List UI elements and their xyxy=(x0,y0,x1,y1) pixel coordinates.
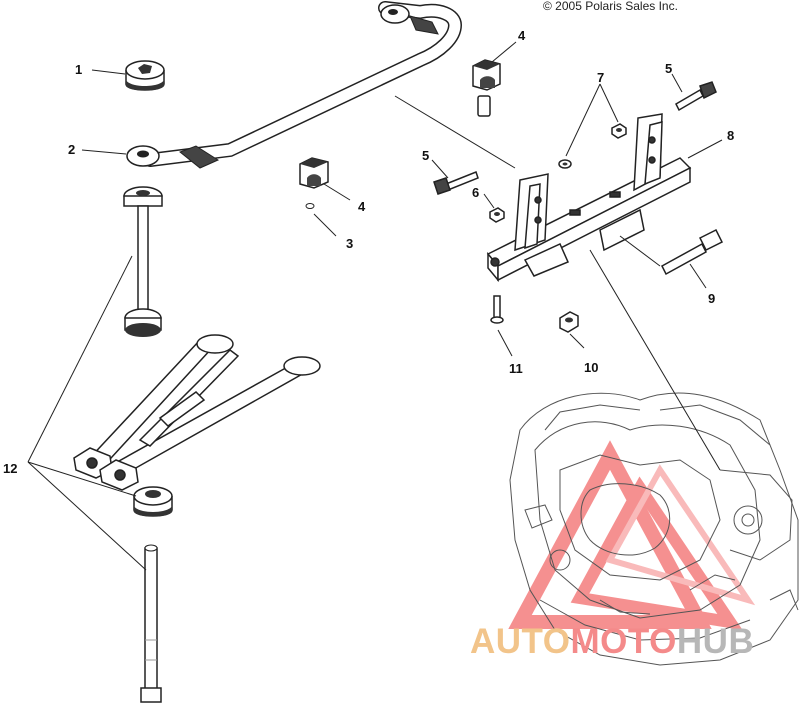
callout-3: 3 xyxy=(346,236,354,251)
watermark-part-hub: HUB xyxy=(676,622,755,661)
bushing-1 xyxy=(125,60,165,91)
callout-1: 1 xyxy=(75,62,83,77)
callout-7: 7 xyxy=(597,70,605,85)
bushing-lower xyxy=(133,486,173,517)
link-rod xyxy=(123,186,163,337)
clamp-upper xyxy=(472,59,501,117)
watermark-part-auto: AUTO xyxy=(470,622,571,661)
callout-5-lower: 5 xyxy=(422,148,430,163)
leader-line xyxy=(589,249,721,471)
callout-9: 9 xyxy=(708,291,716,306)
watermark-triangle-icon xyxy=(508,440,756,631)
callout-4-lower: 4 xyxy=(358,199,366,214)
callout-leaders xyxy=(27,41,723,571)
nut-7 xyxy=(558,123,627,169)
engine-assembly xyxy=(509,392,799,666)
frame-mount xyxy=(486,113,692,283)
control-arm xyxy=(73,334,321,491)
callout-11: 11 xyxy=(509,361,523,376)
bolt-5-lower xyxy=(433,171,479,195)
callout-4-upper: 4 xyxy=(518,28,526,43)
bolt-9 xyxy=(661,228,724,276)
callout-12: 12 xyxy=(3,461,18,476)
callout-10: 10 xyxy=(584,360,599,375)
watermark-part-moto: MOTO xyxy=(570,622,677,661)
leader-line xyxy=(394,95,516,169)
long-bolt xyxy=(140,544,162,703)
bolt-11 xyxy=(490,295,504,324)
copyright-notice: © 2005 Polaris Sales Inc. xyxy=(543,0,678,13)
clamp-lower xyxy=(299,157,329,209)
callout-2: 2 xyxy=(68,142,76,157)
stabilizer-bar xyxy=(126,1,463,169)
callout-6: 6 xyxy=(472,185,480,200)
nut-6 xyxy=(489,207,505,223)
nut-10 xyxy=(559,311,579,333)
bolt-5-upper xyxy=(675,81,717,112)
watermark-logo: AUTOMOTOHUB xyxy=(470,622,754,662)
callout-8: 8 xyxy=(727,128,735,143)
callout-5-upper: 5 xyxy=(665,61,673,76)
